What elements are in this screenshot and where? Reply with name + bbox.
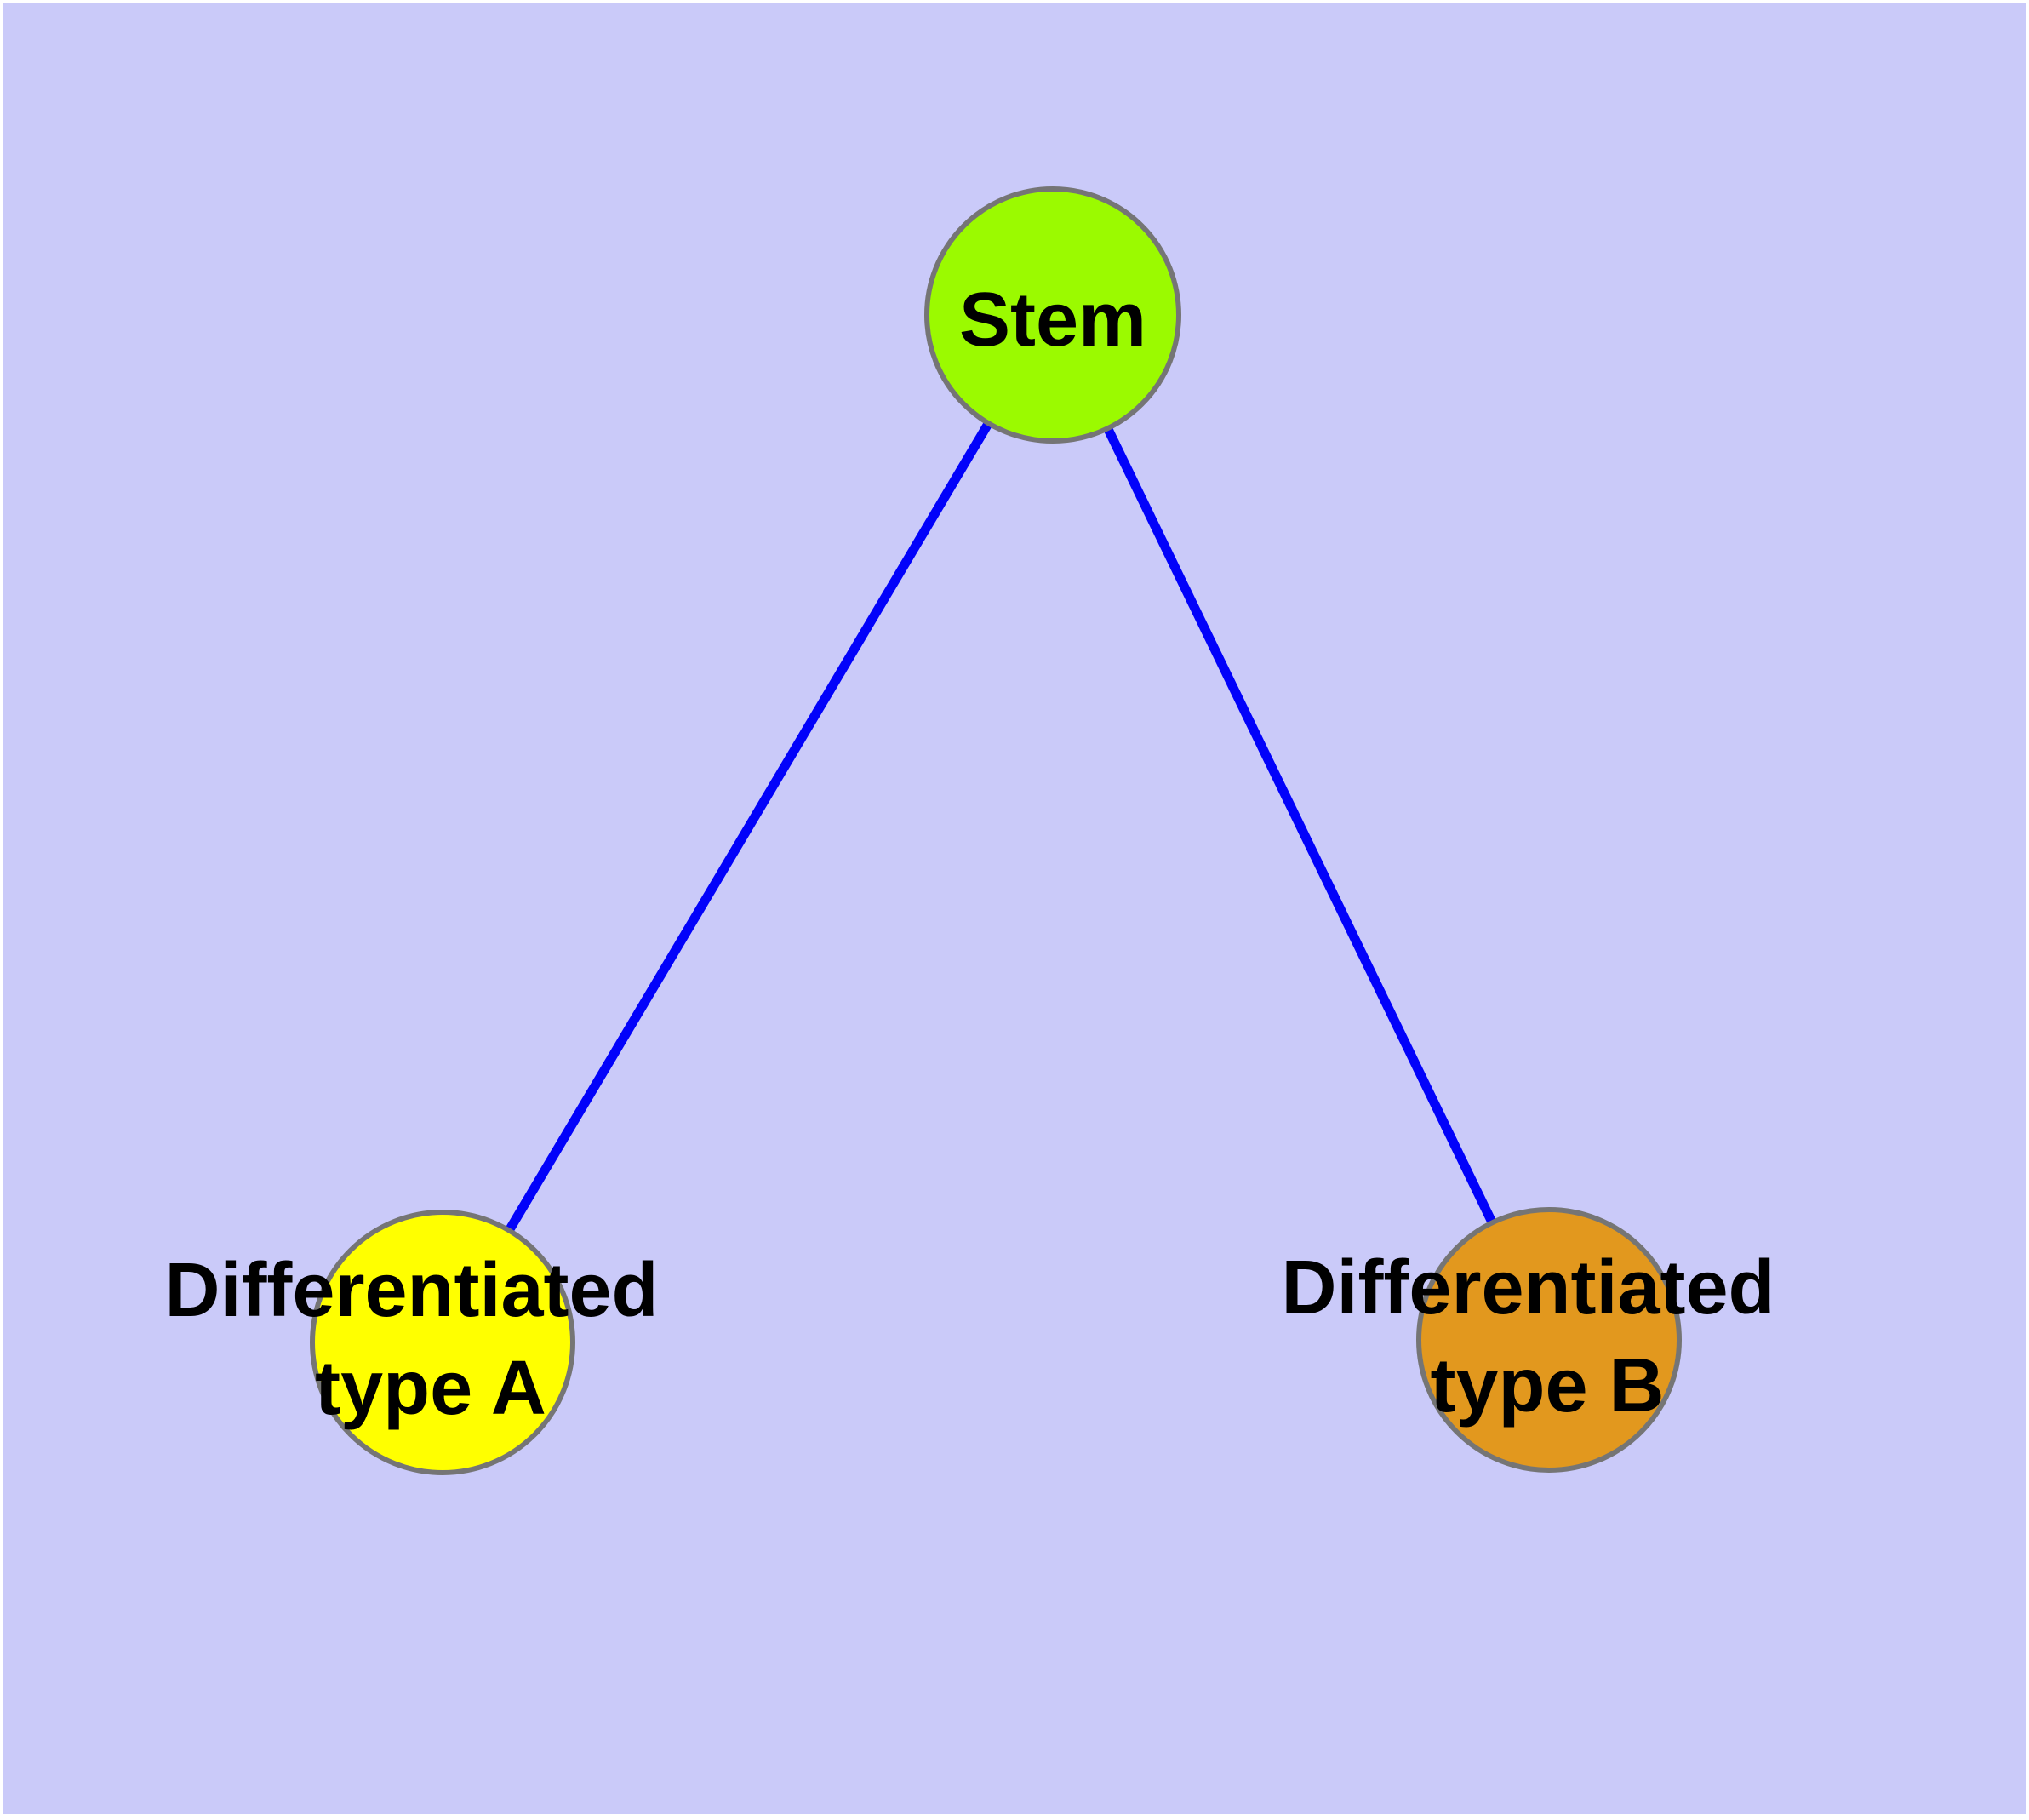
node-type-b-label-line1: Differentiated <box>1281 1245 1775 1331</box>
node-stem <box>924 186 1181 444</box>
node-type-b-label: Differentiated type B <box>1281 1245 1796 1428</box>
node-type-b-label-line2: type B <box>1430 1343 1664 1428</box>
node-type-a-label-line2: type A <box>315 1346 546 1431</box>
node-type-a-label-line1: Differentiated <box>164 1248 658 1333</box>
edge-stem-to-type-b <box>1049 312 1553 1342</box>
node-type-a-label: Differentiated type A <box>164 1248 679 1431</box>
edge-stem-to-type-a <box>438 312 1057 1345</box>
node-type-a <box>310 1210 575 1475</box>
node-type-b <box>1416 1207 1682 1473</box>
node-stem-label: Stem <box>959 278 1146 363</box>
